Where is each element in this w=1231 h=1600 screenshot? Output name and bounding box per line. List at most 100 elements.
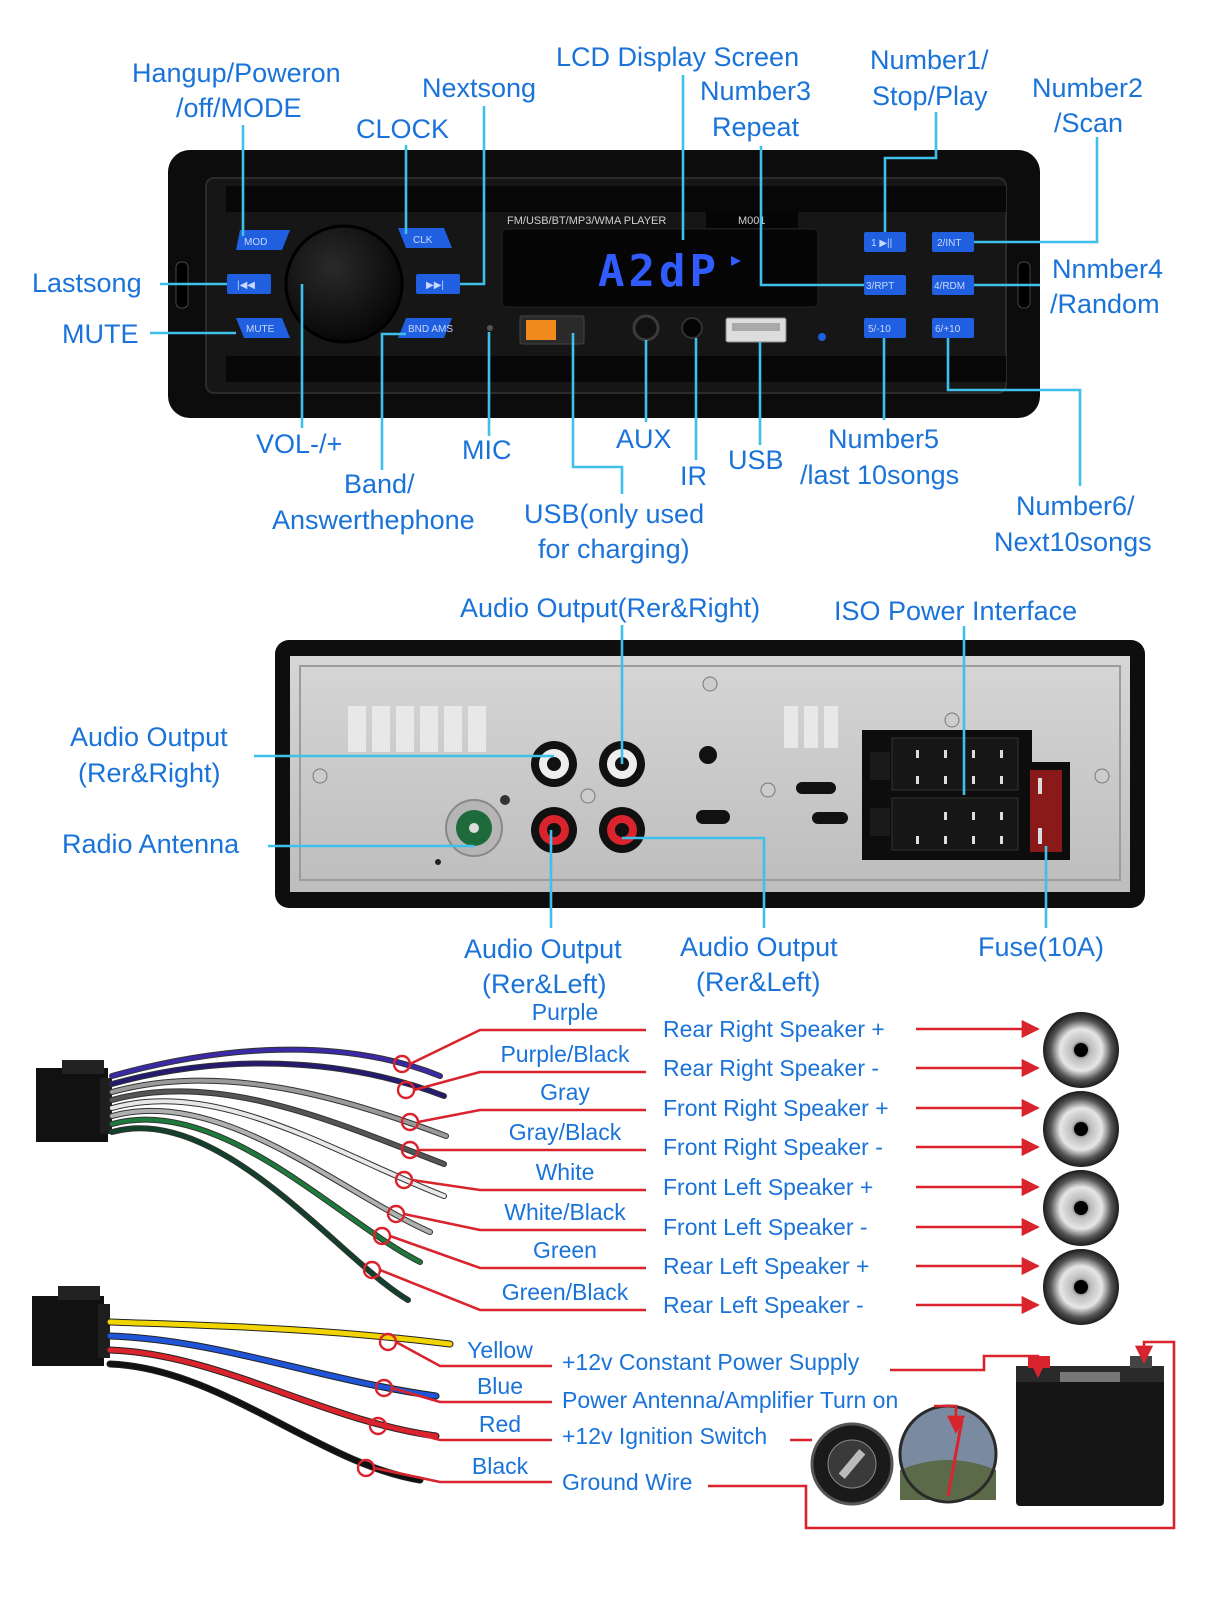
label-audio-rl-a-1: Audio Output: [464, 934, 622, 964]
mod-button-label: MOD: [244, 237, 267, 248]
number6-label: 6/+10: [935, 324, 961, 335]
label-random-1: Nnmber4: [1052, 254, 1163, 284]
ignition-switch-icon: [810, 1422, 894, 1506]
wire-color-label: Gray/Black: [509, 1119, 622, 1145]
wire-leader-line: [373, 1466, 552, 1484]
band-button-label: BND AMS: [408, 324, 453, 335]
wire-color-label: Green: [533, 1237, 597, 1263]
label-aux: AUX: [616, 424, 672, 454]
number2-button[interactable]: 2/INT: [932, 232, 974, 252]
power-connector: [32, 1286, 110, 1366]
number6-button[interactable]: 6/+10: [932, 318, 974, 338]
usb-charge-port: [519, 315, 585, 345]
speaker-wires: [109, 1046, 449, 1303]
next-button-label: ▶▶|: [426, 280, 444, 291]
wire-color-label: White: [536, 1159, 595, 1185]
volume-knob[interactable]: [284, 224, 404, 344]
speaker-icon: [1043, 1249, 1119, 1325]
label-audio-rl-b-1: Audio Output: [680, 932, 838, 962]
speaker-function-label: Front Right Speaker -: [663, 1134, 883, 1160]
label-band-2: Answerthephone: [272, 505, 475, 535]
speaker-leads: [362, 1028, 646, 1312]
band-button[interactable]: BND AMS: [398, 318, 453, 338]
wire-color-label: Yellow: [467, 1337, 533, 1363]
mic-hole: [487, 325, 493, 331]
next-button[interactable]: ▶▶|: [416, 274, 460, 294]
label-audio-rr-left-1: Audio Output: [70, 722, 228, 752]
speaker-wire: [110, 1126, 410, 1302]
panel-model-text: FM/USB/BT/MP3/WMA PLAYER: [507, 215, 666, 227]
label-lcd: LCD Display Screen: [556, 42, 799, 72]
clk-button[interactable]: CLK: [398, 228, 452, 248]
number1-label: 1 ▶||: [871, 238, 892, 249]
label-mic: MIC: [462, 435, 512, 465]
antenna-jack: [445, 799, 503, 857]
speakers: [1043, 1012, 1119, 1325]
mod-button[interactable]: MOD: [236, 230, 290, 250]
label-stopplay-2: Stop/Play: [872, 81, 988, 111]
label-random-2: /Random: [1050, 289, 1160, 319]
speaker-icon: [1043, 1170, 1119, 1246]
usb-port: [725, 317, 787, 343]
lcd-text: A2dP: [598, 246, 720, 297]
label-repeat-2: Repeat: [712, 112, 800, 142]
wire-leader-line: [413, 1070, 646, 1092]
speaker-icon: [1043, 1091, 1119, 1167]
speaker-connector: [36, 1060, 112, 1142]
number3-button[interactable]: 3/RPT: [864, 275, 906, 295]
speaker-wire: [110, 1047, 442, 1078]
label-antenna: Radio Antenna: [62, 829, 240, 859]
label-usb-charge-1: USB(only used: [524, 499, 704, 529]
label-scan-1: Number2: [1032, 73, 1143, 103]
label-usb-charge-2: for charging): [538, 534, 690, 564]
label-stopplay-1: Number1/: [870, 45, 989, 75]
power-function-label: Power Antenna/Amplifier Turn on: [562, 1387, 898, 1413]
label-clock: CLOCK: [356, 114, 449, 144]
speaker-function-label: Rear Left Speaker +: [663, 1253, 869, 1279]
wire-leader-line: [389, 1234, 646, 1270]
lcd-display: [501, 228, 819, 308]
wire-color-label: Purple: [532, 999, 598, 1025]
power-function-label: Ground Wire: [562, 1469, 692, 1495]
number2-label: 2/INT: [937, 238, 961, 249]
label-fuse: Fuse(10A): [978, 932, 1104, 962]
wire-leader-line: [385, 1424, 552, 1442]
wire-leader-line: [395, 1340, 552, 1368]
label-n5-1: Number5: [828, 424, 939, 454]
speaker-icon: [1043, 1012, 1119, 1088]
aux-jack: [632, 314, 660, 342]
power-function-label: +12v Constant Power Supply: [562, 1349, 860, 1375]
wire-color-label: Green/Black: [502, 1279, 629, 1305]
label-audio-rl-a-2: (Rer&Left): [482, 969, 607, 999]
speaker-function-label: Front Left Speaker -: [663, 1214, 868, 1240]
prev-button[interactable]: |◀◀: [227, 274, 271, 294]
wire-leader-line: [391, 1386, 552, 1404]
label-scan-2: /Scan: [1054, 108, 1123, 138]
label-n6-1: Number6/: [1016, 491, 1135, 521]
power-antenna-icon: [898, 1404, 998, 1504]
front-leader-lines: [150, 75, 1099, 494]
label-nextsong: Nextsong: [422, 73, 536, 103]
power-function-label: +12v Ignition Switch: [562, 1423, 767, 1449]
mute-button[interactable]: MUTE: [236, 318, 290, 338]
front-labels: Hangup/Poweron /off/MODE Nextsong CLOCK …: [32, 42, 1163, 564]
battery-icon: [1016, 1356, 1164, 1506]
wire-leader-line: [411, 1178, 646, 1192]
number4-label: 4/RDM: [934, 281, 965, 292]
speaker-function-label: Front Right Speaker +: [663, 1095, 889, 1121]
speaker-wire: [110, 1078, 448, 1138]
rear-leader-lines: [254, 625, 1048, 928]
iso-connector: [862, 730, 1070, 860]
wire-color-label: Blue: [477, 1373, 523, 1399]
wire-color-label: White/Black: [504, 1199, 626, 1225]
wire-color-label: Gray: [540, 1079, 590, 1105]
rear-panel: [275, 640, 1145, 908]
number1-button[interactable]: 1 ▶||: [864, 232, 906, 252]
power-wires: [106, 1318, 454, 1484]
label-n5-2: /last 10songs: [800, 460, 959, 490]
wire-color-label: Purple/Black: [500, 1041, 630, 1067]
label-lastsong: Lastsong: [32, 268, 142, 298]
number4-button[interactable]: 4/RDM: [932, 275, 974, 295]
number5-button[interactable]: 5/-10: [864, 318, 906, 338]
